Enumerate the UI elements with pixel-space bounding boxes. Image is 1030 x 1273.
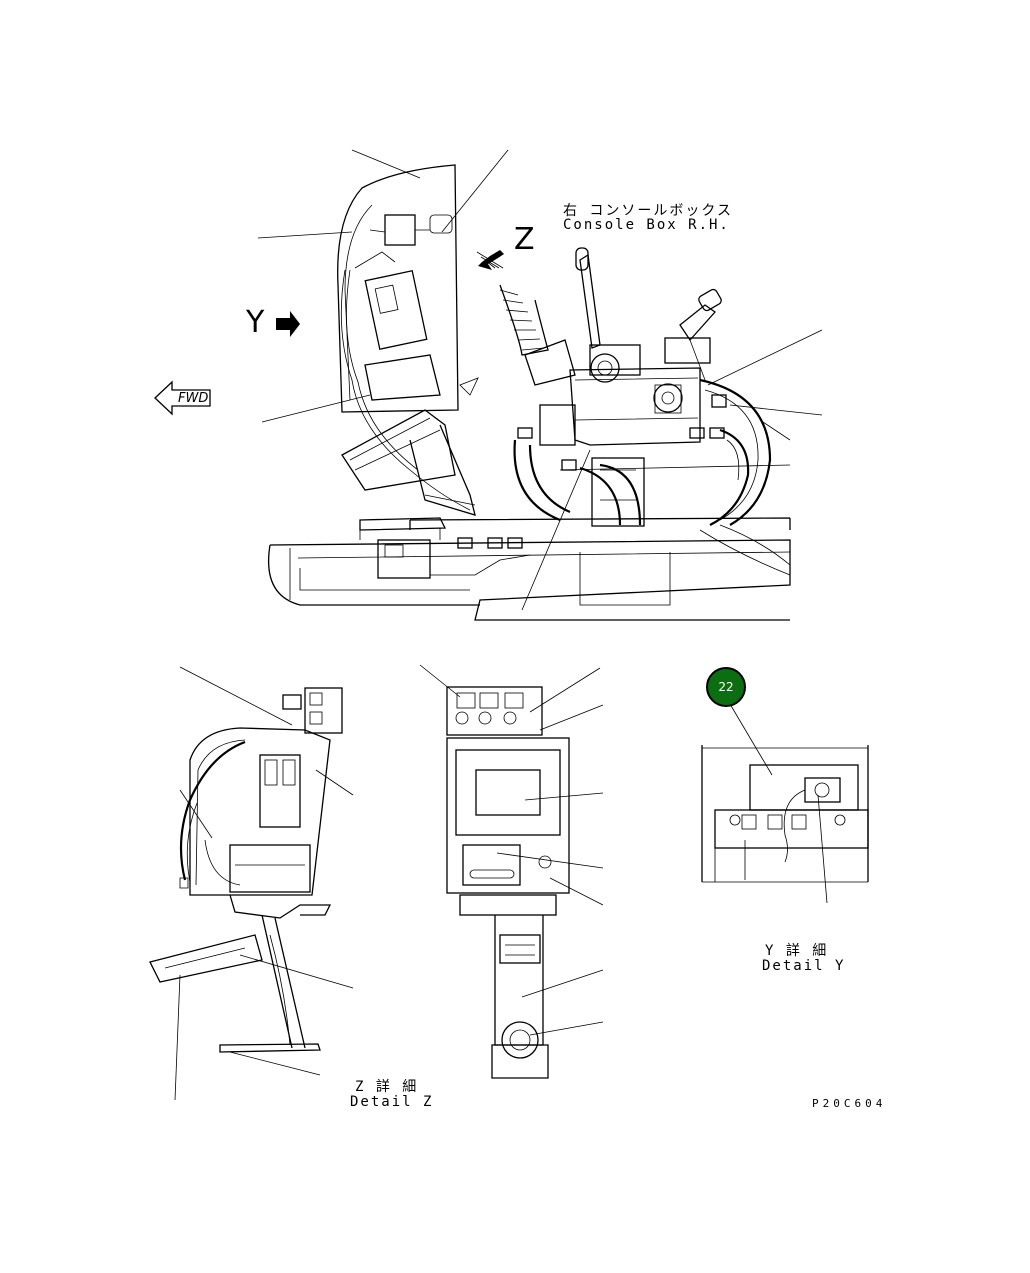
detail-z-label-en: Detail Z: [350, 1094, 434, 1110]
detail-y-view: [701, 703, 869, 904]
detail-z-label-jp: Z 詳 細: [355, 1079, 419, 1095]
detail-y-label-jp: Y 詳 細: [765, 943, 829, 959]
main-assembly-view: [154, 149, 823, 621]
console-box-label-en: Console Box R.H.: [563, 217, 730, 233]
drawing-number: P20C604: [812, 1097, 887, 1110]
callout-22-number: 22: [718, 680, 734, 694]
view-y-letter: Y: [246, 305, 265, 340]
detail-z-view: [149, 666, 354, 1101]
fwd-label: FWD: [178, 391, 209, 406]
console-front-view: [419, 664, 604, 1079]
view-z-letter: Z: [514, 222, 535, 257]
detail-y-label-en: Detail Y: [762, 958, 846, 974]
callout-22[interactable]: 22: [706, 667, 746, 707]
console-box-label-jp: 右 コンソールボックス: [563, 203, 734, 219]
